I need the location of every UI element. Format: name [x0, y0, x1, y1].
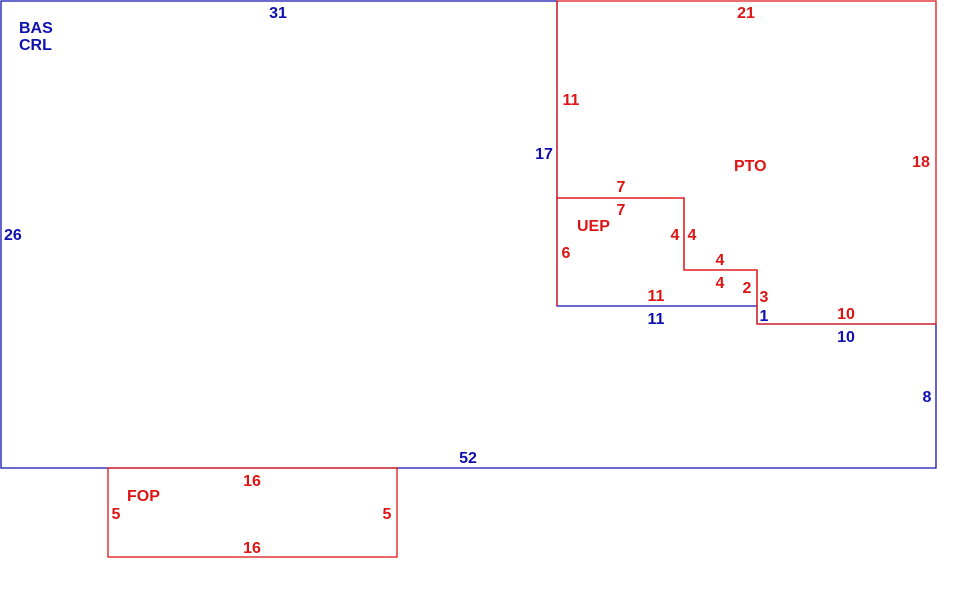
- dim-pto-step-b-top: 4: [716, 252, 725, 269]
- area-label-crl: CRL: [19, 37, 52, 54]
- uep-area-outline: [556, 197, 758, 306]
- dim-pto-step-a-top: 7: [617, 179, 626, 196]
- dim-uep-top: 7: [617, 202, 626, 219]
- dim-pto-step-a-right: 4: [688, 227, 697, 244]
- dim-main-notch-left: 17: [535, 146, 553, 163]
- dim-main-right: 8: [923, 389, 932, 406]
- dim-fop-bottom: 16: [243, 540, 261, 557]
- dim-main-top: 31: [269, 5, 287, 22]
- dim-fop-top: 16: [243, 473, 261, 490]
- dim-pto-step-c-right: 3: [760, 289, 769, 306]
- dim-main-step-right: 1: [760, 308, 769, 325]
- dim-uep-step-bottom: 4: [716, 275, 725, 292]
- area-label-uep: UEP: [577, 218, 610, 235]
- main-area-outline: [0, 0, 937, 469]
- dim-pto-right: 18: [912, 154, 930, 171]
- dim-pto-top: 21: [737, 5, 755, 22]
- dim-fop-right: 5: [383, 506, 392, 523]
- dim-main-bottom: 52: [459, 450, 477, 467]
- dim-main-notch-bottom: 11: [648, 311, 665, 328]
- area-label-bas: BAS: [19, 20, 53, 37]
- dim-uep-bottom: 11: [648, 288, 665, 305]
- dim-pto-bottom-right: 10: [837, 306, 855, 323]
- dim-fop-left: 5: [112, 506, 121, 523]
- dim-main-left: 26: [4, 227, 22, 244]
- area-label-fop: FOP: [127, 488, 160, 505]
- dim-pto-left: 11: [563, 92, 580, 109]
- dim-uep-right: 4: [671, 227, 680, 244]
- fop-area-outline: [107, 467, 398, 558]
- dim-uep-step-right: 2: [743, 280, 752, 297]
- area-label-pto: PTO: [734, 158, 767, 175]
- dim-main-step-bottom: 10: [837, 329, 855, 346]
- dim-uep-left: 6: [562, 245, 571, 262]
